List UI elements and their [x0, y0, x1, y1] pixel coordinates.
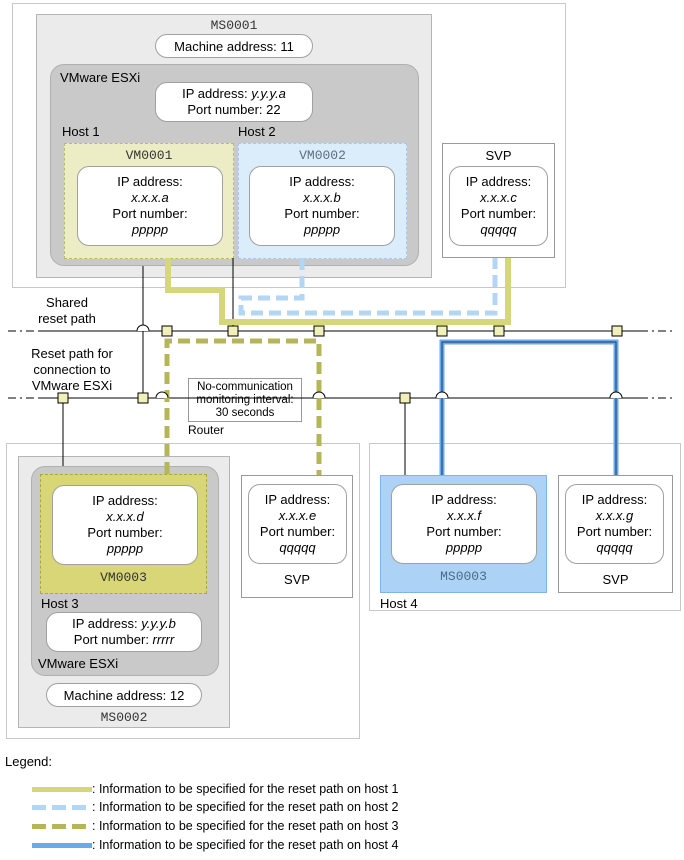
junction-shared-2	[227, 325, 239, 337]
esxi-2-address-box: IP address: y.y.y.b Port number: rrrrr	[46, 612, 202, 652]
legend: : Information to be specified for the re…	[32, 780, 672, 860]
junctions	[57, 325, 623, 404]
host1-path-vm	[165, 258, 511, 325]
vm0001-info: IP address: x.x.x.a Port number: ppppp	[77, 166, 223, 246]
host3-path	[164, 338, 322, 475]
ms0003-info: IP address: x.x.x.f Port number: ppppp	[391, 484, 537, 564]
host4-path	[439, 339, 619, 475]
ms0001-machine-address: Machine address: 11	[155, 34, 313, 58]
svp-g-info: IP address: x.x.x.g Port number: qqqqq	[565, 484, 664, 564]
esxi-1-address-box: IP address: y.y.y.a Port number: 22	[155, 82, 313, 122]
hop-shared-1	[136, 324, 150, 332]
vm0001-label: VM0001	[125, 148, 173, 163]
hop-esxi-2	[312, 391, 326, 399]
ms0002-label: MS0002	[100, 710, 148, 725]
svp-e-label: SVP	[283, 572, 310, 587]
legend-swatch-host2	[32, 804, 92, 810]
host4-path-core	[441, 341, 617, 475]
junction-esxi-2	[137, 392, 149, 404]
network-diagram	[8, 258, 676, 475]
svp-top-info: IP address: x.x.x.c Port number: qqqqq	[449, 166, 548, 246]
ms0001-label: MS0001	[210, 18, 258, 33]
junction-shared-3	[313, 325, 325, 337]
hop-esxi-4	[609, 391, 623, 399]
svp-top-label: SVP	[485, 148, 512, 163]
junction-shared-5	[493, 325, 505, 337]
svp-g-label: SVP	[602, 572, 629, 587]
vm0003-label: VM0003	[100, 570, 147, 585]
monitoring-interval-box: No-communication monitoring interval: 30…	[188, 378, 302, 422]
host4-label: Host 4	[380, 596, 418, 611]
legend-item-host4: : Information to be specified for the re…	[32, 836, 398, 854]
legend-swatch-host4	[32, 842, 92, 848]
legend-title: Legend:	[5, 754, 52, 769]
esxi-reset-path-label: Reset path for connection to VMware ESXi	[31, 346, 113, 393]
junction-shared-6	[611, 325, 623, 337]
host2-label: Host 2	[238, 124, 276, 139]
vm0002-label: VM0002	[299, 148, 346, 163]
junction-shared-4	[436, 325, 448, 337]
host3-label: Host 3	[41, 596, 79, 611]
ms0003-label: MS0003	[440, 569, 487, 584]
junction-esxi-1	[57, 392, 69, 404]
host2-path-vm	[238, 258, 498, 316]
legend-item-host3: : Information to be specified for the re…	[32, 817, 398, 835]
legend-item-host2: : Information to be specified for the re…	[32, 798, 398, 816]
hop-esxi-3	[435, 391, 449, 399]
vm0003-info: IP address: x.x.x.d Port number: ppppp	[52, 485, 198, 565]
junction-esxi-3	[399, 392, 411, 404]
vm0002-info: IP address: x.x.x.b Port number: ppppp	[249, 166, 395, 246]
hop-esxi-1	[155, 391, 169, 399]
junction-shared-1	[161, 325, 173, 337]
router-label: Router	[188, 423, 225, 437]
legend-swatch-host1	[32, 786, 92, 792]
shared-reset-path-label: Shared reset path	[38, 295, 96, 326]
svp-e-info: IP address: x.x.x.e Port number: qqqqq	[248, 484, 347, 564]
host1-label: Host 1	[62, 124, 100, 139]
esxi-1-label: VMware ESXi	[60, 70, 141, 85]
esxi-2-label: VMware ESXi	[38, 656, 119, 671]
legend-swatch-host3	[32, 823, 92, 829]
legend-item-host1: : Information to be specified for the re…	[32, 780, 398, 798]
ms0002-machine-address: Machine address: 12	[46, 683, 202, 707]
